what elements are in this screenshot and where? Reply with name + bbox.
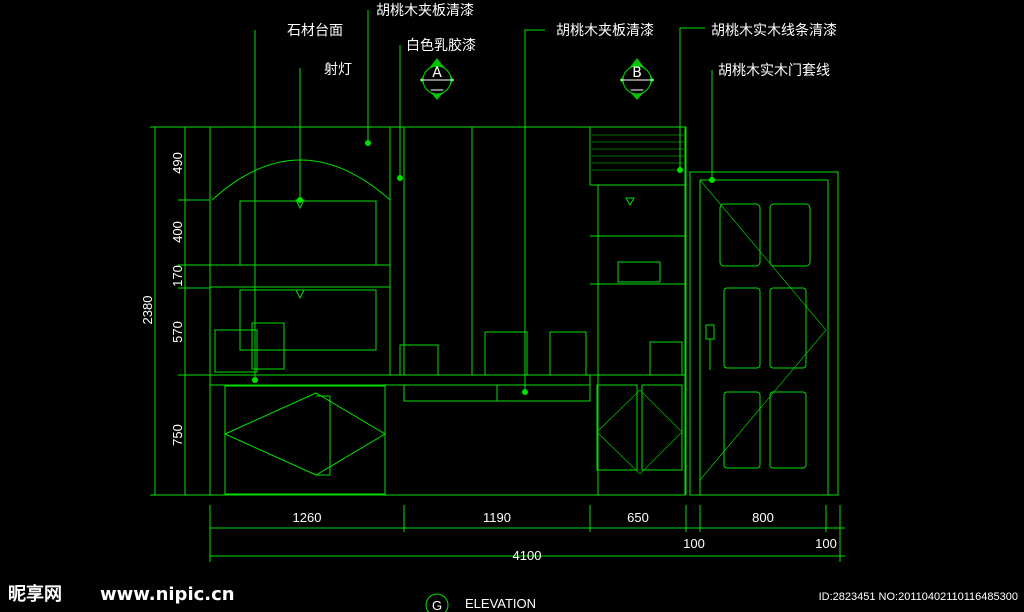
watermark-logo: 昵享网 bbox=[8, 583, 62, 605]
label-walnut-solid-strip: 胡桃木实木线条清漆 bbox=[711, 22, 837, 39]
title-circle-letter: G bbox=[432, 598, 442, 612]
marker-a-dash: — bbox=[430, 82, 444, 98]
dim-800: 800 bbox=[752, 510, 774, 525]
dim-1190: 1190 bbox=[483, 510, 511, 525]
dim-170: 170 bbox=[170, 265, 185, 287]
label-stone-top: 石材台面 bbox=[287, 23, 343, 39]
cabinet-outline bbox=[209, 126, 686, 496]
label-walnut-door-trim: 胡桃木实木门套线 bbox=[718, 63, 830, 79]
elevation-title: ELEVATION bbox=[465, 596, 536, 611]
label-spotlight: 射灯 bbox=[324, 62, 352, 78]
section-marker-b: B — bbox=[620, 58, 654, 100]
dim-650: 650 bbox=[627, 510, 649, 525]
marker-a-letter: A bbox=[432, 65, 442, 81]
marker-b-letter: B bbox=[632, 65, 642, 81]
label-white-latex: 白色乳胶漆 bbox=[406, 37, 476, 54]
dim-570: 570 bbox=[170, 321, 185, 343]
watermark-id: ID:2823451 NO:20110402110116485300 bbox=[819, 591, 1018, 603]
section-marker-a: A — bbox=[420, 58, 454, 100]
dim-490: 490 bbox=[170, 152, 185, 174]
dim-750: 750 bbox=[170, 424, 185, 446]
watermark-url: www.nipic.cn bbox=[100, 584, 235, 605]
dim-100-right: 100 bbox=[815, 536, 837, 551]
dim-total-width: 4100 bbox=[513, 548, 542, 563]
dim-1260: 1260 bbox=[293, 510, 322, 525]
dim-total-height: 2380 bbox=[140, 296, 155, 325]
marker-b-dash: — bbox=[630, 82, 644, 98]
label-walnut-panel-1: 胡桃木夹板清漆 bbox=[376, 3, 474, 19]
dim-100-left: 100 bbox=[683, 536, 705, 551]
dim-400: 400 bbox=[170, 221, 185, 243]
label-walnut-panel-2: 胡桃木夹板清漆 bbox=[556, 23, 654, 39]
